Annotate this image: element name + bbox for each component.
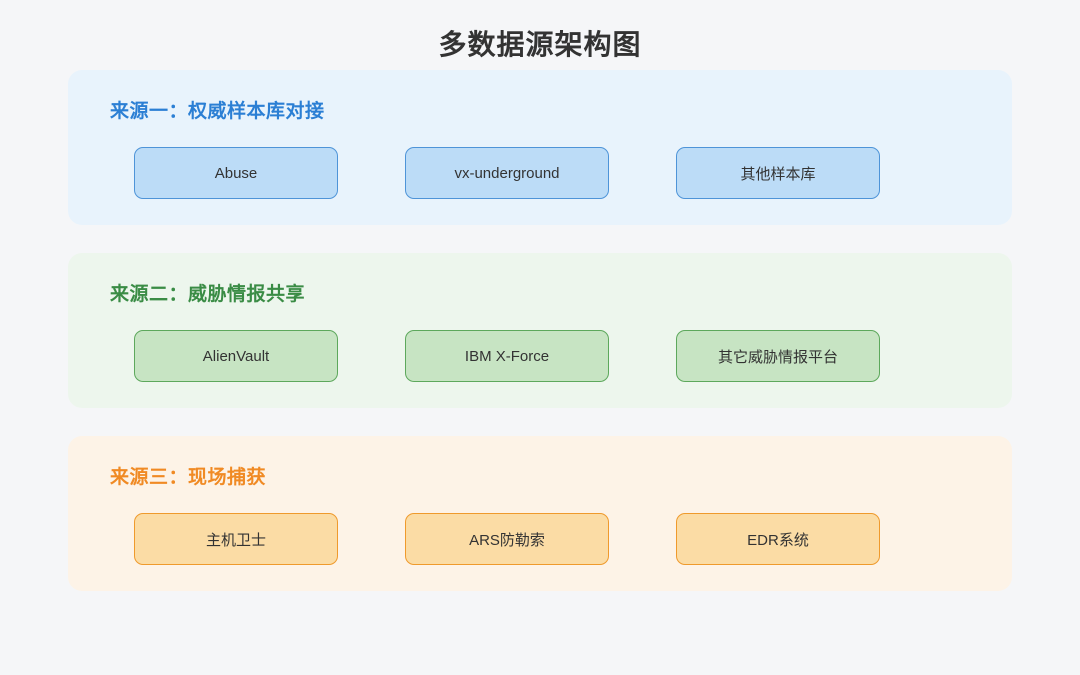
section-title-source-2: 来源二：威胁情报共享 [110,284,306,305]
node-row-source-3: 主机卫士 ARS防勒索 EDR系统 [134,513,1012,565]
node-vx-underground[interactable]: vx-underground [405,147,609,199]
node-edr-system[interactable]: EDR系统 [676,513,880,565]
section-panel-source-3: 来源三：现场捕获 主机卫士 ARS防勒索 EDR系统 [68,436,1012,591]
section-panel-source-2: 来源二：威胁情报共享 AlienVault IBM X-Force 其它威胁情报… [68,253,1012,408]
section-panel-source-1: 来源一：权威样本库对接 Abuse vx-underground 其他样本库 [68,70,1012,225]
node-other-sample-library[interactable]: 其他样本库 [676,147,880,199]
node-host-guard[interactable]: 主机卫士 [134,513,338,565]
section-title-source-3: 来源三：现场捕获 [110,467,267,488]
node-ibm-x-force[interactable]: IBM X-Force [405,330,609,382]
node-ars-anti-ransomware[interactable]: ARS防勒索 [405,513,609,565]
node-row-source-2: AlienVault IBM X-Force 其它威胁情报平台 [134,330,1012,382]
node-other-threat-intel-platform[interactable]: 其它威胁情报平台 [676,330,880,382]
node-abuse[interactable]: Abuse [134,147,338,199]
sections-container: 来源一：权威样本库对接 Abuse vx-underground 其他样本库 来… [68,70,1012,619]
node-alienvault[interactable]: AlienVault [134,330,338,382]
node-row-source-1: Abuse vx-underground 其他样本库 [134,147,1012,199]
section-title-source-1: 来源一：权威样本库对接 [110,101,325,122]
page-title: 多数据源架构图 [438,29,642,60]
